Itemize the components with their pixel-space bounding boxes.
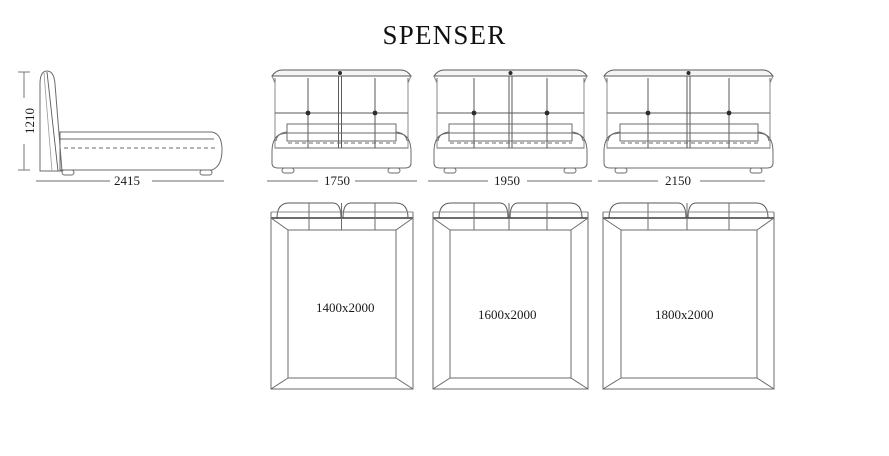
side-headboard xyxy=(39,70,63,172)
side-bed-base xyxy=(59,131,223,171)
plan-1-mattress-label: 1400x2000 xyxy=(316,300,375,315)
front-3-tufting-buttons xyxy=(645,71,732,116)
front-3-width-dimension-label: 2150 xyxy=(661,174,695,188)
side-length-dimension-label: 2415 xyxy=(110,174,144,188)
plan-2-mattress-label: 1600x2000 xyxy=(478,307,537,322)
front-1-tufting-buttons xyxy=(305,71,378,116)
page-title: SPENSER xyxy=(382,20,507,50)
front-2-tufting-buttons xyxy=(471,71,550,116)
front-elevation-3-group xyxy=(598,69,774,182)
side-height-dimension-label: 1210 xyxy=(22,98,37,144)
front-2-width-dimension-label: 1950 xyxy=(490,174,524,188)
front-2-base xyxy=(433,131,588,169)
front-1-width-dimension-label: 1750 xyxy=(320,174,354,188)
front-1-tufting-grid xyxy=(275,76,408,148)
front-3-tufting-grid xyxy=(607,76,770,148)
front-3-base xyxy=(603,131,774,169)
plan-view-2-group xyxy=(432,202,589,390)
front-elevation-1-group xyxy=(267,69,417,182)
plan-view-3-group xyxy=(602,202,775,390)
front-1-base xyxy=(271,131,412,169)
front-elevation-2-group xyxy=(428,69,592,182)
plan-3-mattress-label: 1800x2000 xyxy=(655,307,714,322)
front-2-tufting-grid xyxy=(437,76,584,148)
side-elevation-group xyxy=(18,70,224,182)
plan-view-1-group xyxy=(270,202,414,390)
